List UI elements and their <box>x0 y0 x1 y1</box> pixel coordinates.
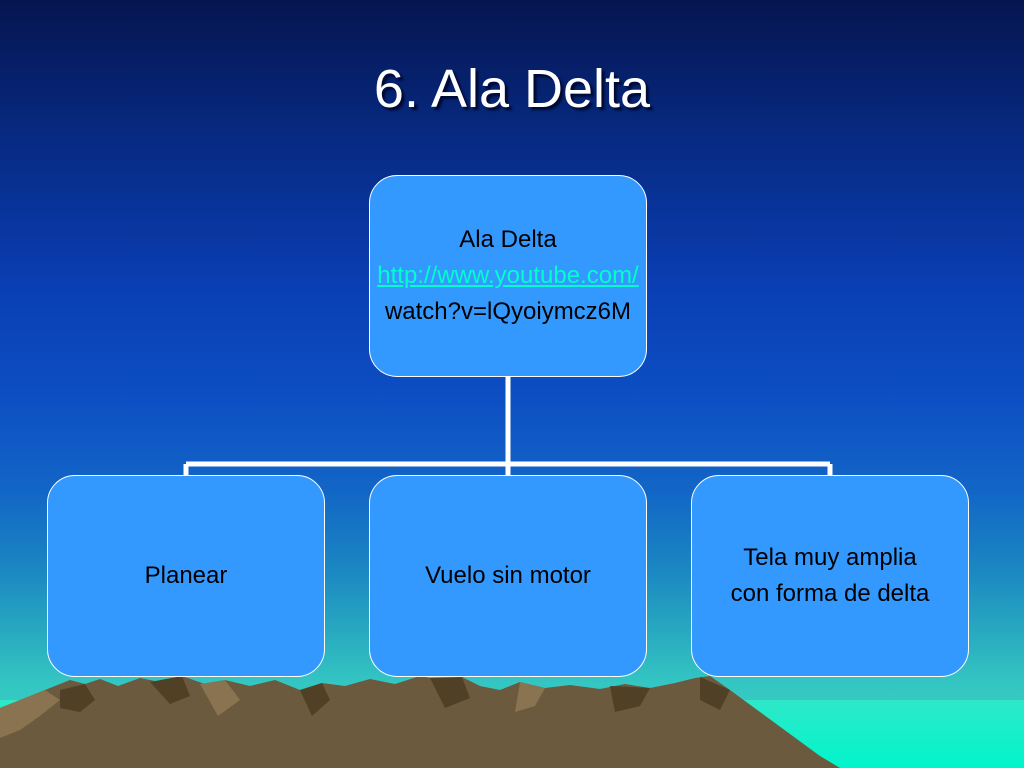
child-node-label: Planear <box>144 562 228 589</box>
slide-title: 6. Ala Delta <box>373 59 651 119</box>
root-node-title: Ala Delta <box>459 226 557 253</box>
child-node-planear: Planear <box>47 475 325 677</box>
child-node-label-line-2: con forma de delta <box>730 580 930 607</box>
root-node: Ala Delta http://www.youtube.com/ watch?… <box>369 175 647 377</box>
child-node-vuelo-sin-motor: Vuelo sin motor <box>369 475 647 677</box>
child-node-label-line-1: Tela muy amplia <box>743 544 917 571</box>
root-node-link-suffix: watch?v=lQyoiymcz6M <box>384 298 632 325</box>
youtube-link[interactable]: http://www.youtube.com/ <box>377 262 639 289</box>
child-node-tela: Tela muy amplia con forma de delta <box>691 475 969 677</box>
child-node-label: Vuelo sin motor <box>425 562 591 589</box>
